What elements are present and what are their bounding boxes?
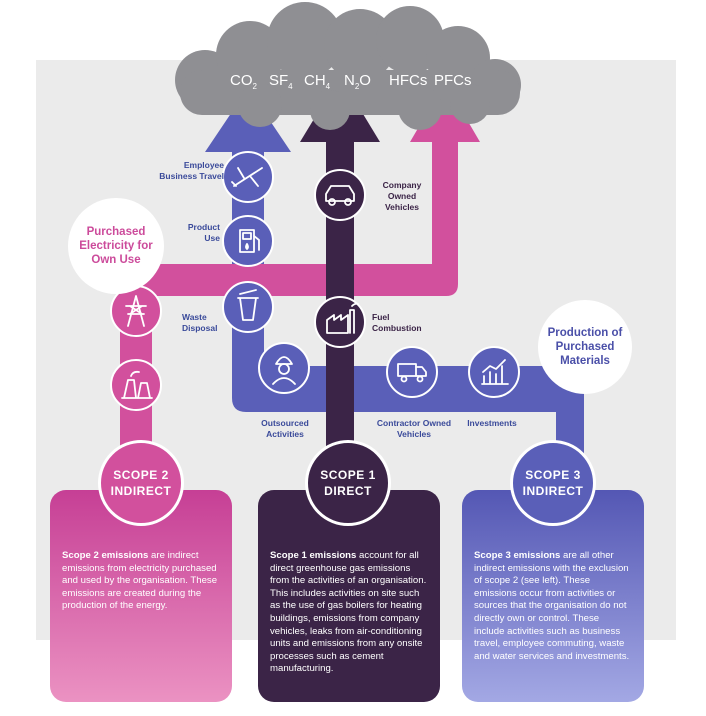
scope1-badge: SCOPE 1 DIRECT: [305, 440, 391, 526]
label-investments: Investments: [467, 418, 517, 428]
car-icon: [325, 185, 355, 206]
chart-icon: [481, 359, 509, 385]
fuel-pump-icon: [239, 229, 260, 253]
scope3-badge: SCOPE 3 INDIRECT: [510, 440, 596, 526]
gas-hfcs: HFCs: [389, 72, 427, 89]
gas-labels: CO2 SF4 CH4 N2O HFCs PFCs: [230, 72, 472, 91]
scope3-text: are all other indirect emissions with th…: [474, 550, 630, 662]
scope1-subtitle: DIRECT: [324, 484, 372, 498]
bubble-purchased-electricity: Purchased Electricity for Own Use: [68, 198, 164, 294]
plane-icon: [231, 167, 263, 187]
scope2-badge: SCOPE 2 INDIRECT: [98, 440, 184, 526]
emissions-cloud: [175, 2, 521, 130]
fuel-pump-icon-circle: [222, 215, 274, 267]
label-waste-disposal: Waste Disposal: [182, 312, 218, 333]
scope2-title: SCOPE 2: [113, 468, 169, 482]
gas-co2: CO2: [230, 72, 258, 91]
label-fuel-combustion: Fuel Combustion: [372, 312, 422, 333]
label-contractor-vehicles: Contractor Owned Vehicles: [376, 418, 452, 439]
power-plant-icon-circle: [110, 359, 162, 411]
worker-icon-circle: [258, 342, 310, 394]
scope2-subtitle: INDIRECT: [110, 484, 172, 498]
label-company-vehicles: Company Owned Vehicles: [382, 180, 422, 212]
scope3-card: Scope 3 emissions are all other indirect…: [462, 490, 644, 702]
scope3-subtitle: INDIRECT: [522, 484, 584, 498]
scope3-bold: Scope 3 emissions: [474, 550, 561, 561]
chart-icon-circle: [468, 346, 520, 398]
scope3-title: SCOPE 3: [525, 468, 581, 482]
gas-ch4: CH4: [304, 72, 331, 91]
scope2-text: are indirect emissions from electricity …: [62, 550, 218, 612]
car-icon-circle: [314, 169, 366, 221]
label-product-use: Product Use: [187, 222, 220, 243]
gas-n2o: N2O: [344, 72, 371, 91]
scope2-bold: Scope 2 emissions: [62, 550, 149, 561]
power-plant-icon: [121, 370, 153, 399]
pylon-icon: [125, 295, 147, 327]
scope1-text: account for all direct greenhouse gas em…: [270, 550, 427, 675]
worker-icon: [272, 356, 296, 385]
truck-icon: [397, 363, 427, 383]
gas-sf4: SF4: [269, 72, 293, 91]
label-outsourced: Outsourced Activities: [261, 418, 309, 439]
factory-icon: [326, 302, 359, 334]
bubble-purchased-electricity-text: Purchased Electricity for Own Use: [79, 226, 153, 266]
waste-bin-icon-circle: [222, 281, 274, 333]
bubble-production-materials-text: Production of Purchased Materials: [547, 327, 623, 367]
gas-pfcs: PFCs: [434, 72, 472, 89]
waste-bin-icon: [237, 289, 259, 321]
truck-icon-circle: [386, 346, 438, 398]
scope1-bold: Scope 1 emissions: [270, 550, 357, 561]
bubble-production-materials: Production of Purchased Materials: [538, 300, 632, 394]
scope1-title: SCOPE 1: [320, 468, 376, 482]
label-employee-travel: Employee Business Travel: [159, 160, 224, 181]
